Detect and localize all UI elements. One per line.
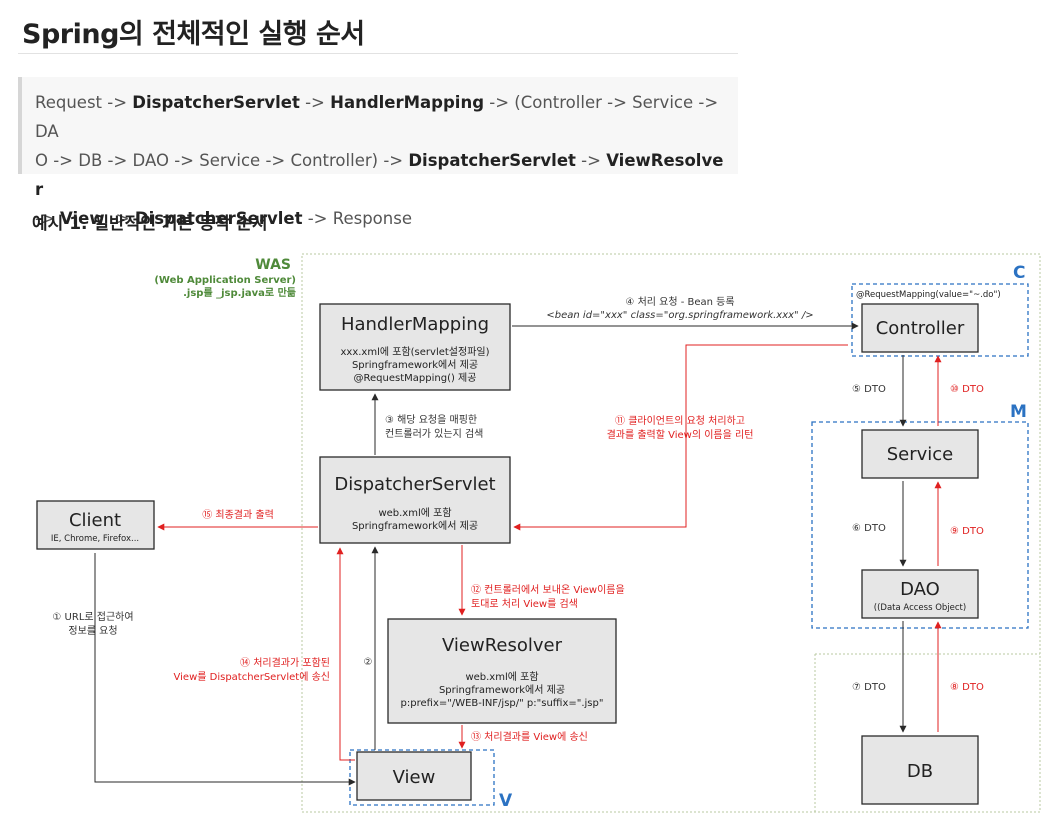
step-10-label: ⑩ DTO bbox=[950, 384, 984, 395]
view-box bbox=[356, 751, 472, 801]
flow-blockquote bbox=[18, 77, 738, 174]
flow-segment: -> Response bbox=[302, 209, 412, 228]
flow-segment: O -> DB -> DAO -> Service -> Controller)… bbox=[35, 151, 409, 170]
controller-annotation: @RequestMapping(value="~.do") bbox=[856, 290, 1001, 300]
model-region-label: M bbox=[1010, 402, 1027, 422]
dispatcher-servlet-note-2: Springframework에서 제공 bbox=[352, 520, 478, 532]
arrow-client-to-view bbox=[94, 553, 356, 786]
view-resolver-title: ViewResolver bbox=[442, 635, 563, 656]
flow-segment: -> bbox=[299, 93, 331, 112]
step-11-label-2: 결과를 출력할 View의 이름을 리턴 bbox=[607, 429, 754, 441]
client-box bbox=[36, 500, 155, 550]
step-9-label: ⑨ DTO bbox=[950, 526, 984, 537]
step-3-label-1: ③ 해당 요청을 매핑한 bbox=[385, 413, 477, 426]
dao-note: ((Data Access Object) bbox=[874, 603, 966, 613]
was-title: WAS bbox=[255, 257, 291, 273]
controller-box bbox=[861, 303, 979, 353]
client-title: Client bbox=[69, 510, 121, 531]
model-region bbox=[811, 421, 1029, 629]
flow-segment: -> bbox=[575, 151, 607, 170]
step-13-label: ⑬ 처리결과를 View에 송신 bbox=[471, 731, 588, 743]
flow-line-1: Request -> DispatcherServlet -> HandlerM… bbox=[35, 88, 730, 146]
step-4-label-1: ④ 처리 요청 - Bean 등록 bbox=[625, 296, 734, 308]
view-region-label: V bbox=[499, 791, 513, 811]
step-12-label-2: 토대로 처리 View를 검색 bbox=[471, 598, 578, 610]
arrow-view-to-dispatcher-result bbox=[336, 547, 355, 761]
flow-keyword: DispatcherServlet bbox=[134, 209, 303, 228]
controller-region-label: C bbox=[1013, 263, 1025, 283]
view-resolver-note-3: p:prefix="/WEB-INF/jsp/" p:"suffix=".jsp… bbox=[401, 698, 604, 709]
step-4-label-2: <bean id="xxx" class="org.springframewor… bbox=[546, 310, 813, 321]
dispatcher-servlet-note-1: web.xml에 포함 bbox=[378, 507, 451, 519]
db-box bbox=[861, 735, 979, 805]
was-region bbox=[301, 253, 1041, 813]
step-11-label-1: ⑪ 클라이언트의 요청 처리하고 bbox=[615, 414, 745, 427]
handler-mapping-note-3: @RequestMapping() 제공 bbox=[354, 372, 477, 384]
title-divider bbox=[18, 53, 738, 54]
controller-title: Controller bbox=[876, 318, 965, 339]
was-subtitle: (Web Application Server) bbox=[154, 275, 296, 286]
arrow-controller-to-dispatcher bbox=[513, 344, 848, 531]
step-1-label-1: ① URL로 접근하여 bbox=[52, 610, 133, 623]
step-7-label: ⑦ DTO bbox=[852, 682, 886, 693]
step-8-label: ⑧ DTO bbox=[950, 682, 984, 693]
dao-box bbox=[861, 569, 979, 619]
flow-keyword: DispatcherServlet bbox=[132, 93, 300, 112]
handler-mapping-note-1: xxx.xml에 포함(servlet설정파일) bbox=[341, 346, 490, 358]
handler-mapping-note-2: Springframework에서 제공 bbox=[352, 359, 478, 371]
flow-segment: -> bbox=[104, 209, 135, 228]
step-14-label-2: View를 DispatcherServlet에 송신 bbox=[174, 671, 330, 683]
page-title: Spring의 전체적인 실행 순서 bbox=[22, 19, 365, 50]
service-box bbox=[861, 429, 979, 479]
dispatcher-servlet-title: DispatcherServlet bbox=[334, 474, 495, 495]
step-15-label: ⑮ 최종결과 출력 bbox=[202, 509, 274, 521]
handler-mapping-title: HandlerMapping bbox=[341, 314, 489, 335]
flow-segment: -> bbox=[35, 209, 61, 228]
section-subtitle: 예시 1. 일반적인 기본 동작 순서 bbox=[32, 214, 268, 234]
service-title: Service bbox=[887, 444, 954, 465]
step-2-label: ② bbox=[364, 657, 373, 668]
view-resolver-note-1: web.xml에 포함 bbox=[465, 671, 538, 683]
handler-mapping-box bbox=[319, 303, 511, 391]
dispatcher-servlet-box bbox=[319, 456, 511, 544]
flow-segment: -> (Controller -> Service -> DA bbox=[35, 93, 719, 141]
blockquote-bar bbox=[18, 77, 22, 174]
step-14-label-1: ⑭ 처리결과가 포함된 bbox=[240, 657, 330, 669]
db-title: DB bbox=[907, 761, 933, 782]
client-note: IE, Chrome, Firefox... bbox=[51, 534, 139, 544]
step-6-label: ⑥ DTO bbox=[852, 523, 886, 534]
flow-line-2: O -> DB -> DAO -> Service -> Controller)… bbox=[35, 146, 730, 204]
step-12-label-1: ⑫ 컨트롤러에서 보내온 View이름을 bbox=[471, 584, 625, 596]
flow-keyword: HandlerMapping bbox=[330, 93, 485, 112]
was-note: .jsp를 _jsp.java로 만듦 bbox=[183, 286, 296, 299]
flow-keyword: View bbox=[60, 209, 105, 228]
view-region bbox=[349, 749, 495, 806]
flow-keyword: ViewResolver bbox=[35, 151, 724, 199]
flow-text: Request -> DispatcherServlet -> HandlerM… bbox=[35, 88, 730, 233]
step-1-label-2: 정보를 요청 bbox=[68, 625, 117, 637]
flow-line-3: -> View -> DispatcherServlet -> Response bbox=[35, 204, 730, 233]
view-resolver-box bbox=[387, 618, 617, 724]
flow-segment: Request -> bbox=[35, 93, 133, 112]
flow-keyword: DispatcherServlet bbox=[408, 151, 576, 170]
view-title: View bbox=[393, 767, 436, 788]
dao-title: DAO bbox=[900, 579, 940, 600]
step-3-label-2: 컨트롤러가 있는지 검색 bbox=[385, 428, 483, 440]
view-resolver-note-2: Springframework에서 제공 bbox=[439, 684, 565, 696]
step-5-label: ⑤ DTO bbox=[852, 384, 886, 395]
